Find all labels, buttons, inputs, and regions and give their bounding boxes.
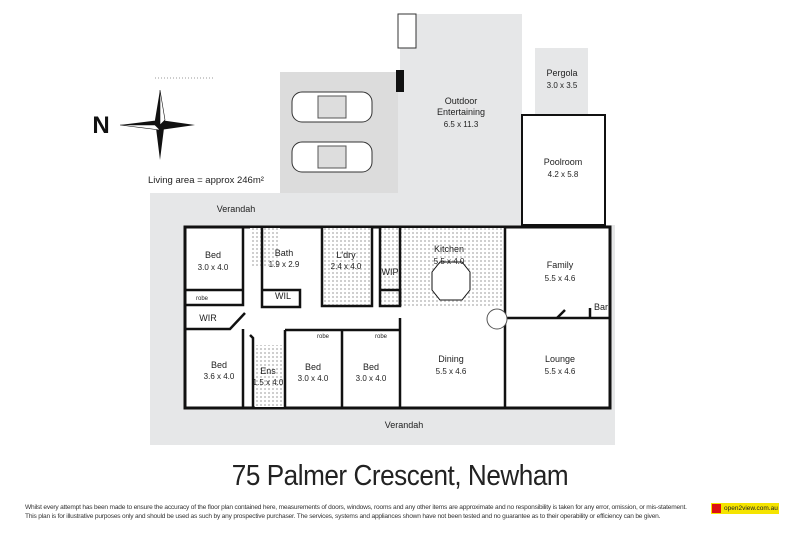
room-dims: 3.0 x 4.0 [198, 263, 229, 272]
poolroom-area [521, 114, 606, 226]
tiled-floor [250, 228, 280, 268]
room-name: Outdoor [445, 96, 478, 106]
verandah-label: Verandah [385, 420, 424, 430]
robe-label: robe [317, 334, 330, 340]
wil-label: WIL [275, 291, 291, 301]
room-dims: 5.5 x 4.0 [434, 257, 465, 266]
room-dims: 1.9 x 2.9 [269, 260, 300, 269]
stairs [397, 13, 417, 49]
carport [280, 72, 398, 193]
tiled-floor [322, 228, 372, 306]
room-name: L'dry [336, 250, 356, 260]
room-name: Bed [211, 360, 227, 370]
room-dims: 1.5 x 4.0 [253, 378, 284, 387]
property-address: 75 Palmer Crescent, Newham [231, 460, 569, 492]
logo-text: open2view.com.au [724, 505, 778, 512]
room-name: Bed [363, 362, 379, 372]
interior-walls [185, 227, 610, 408]
robe-label: robe [375, 334, 388, 340]
disclaimer: Whilst every attempt has been made to en… [25, 503, 705, 521]
room-name: Bath [275, 248, 294, 258]
wip-label: WIP [382, 267, 399, 277]
kitchen-island [431, 261, 471, 301]
bar-label: Bar [594, 302, 608, 312]
compass-north-label: N [92, 112, 109, 139]
room-name: Dining [438, 354, 464, 364]
room-labels: Pergola 3.0 x 3.5 Outdoor Entertaining 6… [196, 68, 608, 430]
room-dims: 4.2 x 5.8 [548, 170, 579, 179]
room-name: Entertaining [437, 107, 485, 117]
wir-label: WIR [199, 313, 217, 323]
pergola-area [535, 48, 588, 115]
room-dims: 5.5 x 4.6 [545, 274, 576, 283]
room-name: Family [547, 260, 574, 270]
open2view-logo: open2view.com.au [711, 503, 779, 514]
bbq [396, 70, 404, 92]
disclaimer-line: This plan is for illustrative purposes o… [25, 513, 661, 520]
room-dims: 3.6 x 4.0 [204, 372, 235, 381]
room-name: Pergola [546, 68, 577, 78]
room-dims: 5.5 x 4.6 [545, 367, 576, 376]
room-dims: 5.5 x 4.6 [436, 367, 467, 376]
room-name: Bed [205, 250, 221, 260]
room-name: Ens [260, 366, 276, 376]
logo-icon [712, 504, 721, 513]
living-area: Living area = approx 246m² [148, 175, 264, 186]
disclaimer-line: Whilst every attempt has been made to en… [25, 504, 687, 511]
room-name: Bed [305, 362, 321, 372]
robe-label: robe [196, 296, 209, 302]
room-dims: 3.0 x 3.5 [547, 81, 578, 90]
tiled-floor [255, 345, 285, 407]
room-name: Lounge [545, 354, 575, 364]
room-dims: 3.0 x 4.0 [298, 374, 329, 383]
room-dims: 2.4 x 4.0 [331, 262, 362, 271]
room-name: Poolroom [544, 157, 583, 167]
car-icon [291, 141, 373, 173]
room-name: Kitchen [434, 244, 464, 254]
compass-rose-icon [119, 77, 215, 160]
fireplace [486, 308, 508, 330]
room-dims: 6.5 x 11.3 [444, 120, 479, 129]
room-dims: 3.0 x 4.0 [356, 374, 387, 383]
verandah-label: Verandah [217, 204, 256, 214]
car-icon [291, 91, 373, 123]
